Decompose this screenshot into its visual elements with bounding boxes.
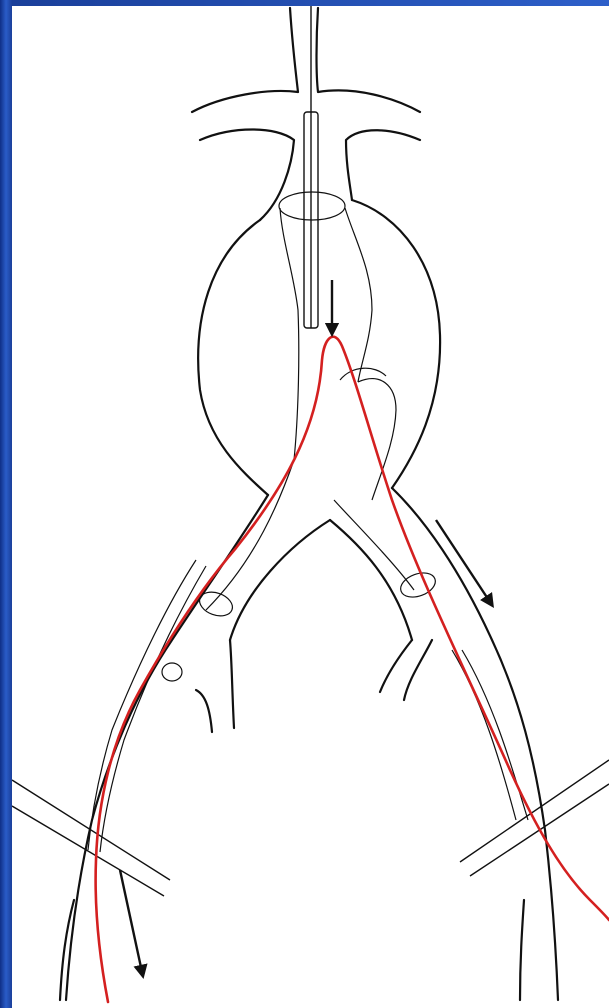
- sheath-ring-left: [162, 663, 182, 681]
- right-branch-lower: [346, 130, 420, 200]
- graft-right-ring: [397, 569, 438, 602]
- guidewire: [96, 337, 609, 1002]
- left-clamp: [12, 780, 170, 896]
- contralateral-ellipse: [340, 368, 386, 380]
- graft-contralateral: [358, 379, 396, 500]
- graft-body-left: [280, 208, 299, 460]
- aneurysm-sac-left: [198, 220, 268, 495]
- graft-right-limb: [334, 500, 414, 590]
- aneurysm-sac-right: [352, 200, 440, 488]
- graft-top-ring: [279, 192, 345, 220]
- right-internal-iliac: [380, 640, 432, 700]
- left-branch-lower: [200, 130, 294, 221]
- sheath-left-a: [88, 560, 196, 850]
- diagonal-arrow-icon: [436, 520, 490, 602]
- aorta-left-wall: [192, 8, 298, 112]
- diagonal-arrow-icon: [120, 870, 142, 972]
- graft-body-right: [345, 208, 372, 382]
- bifurcation-right: [330, 520, 412, 640]
- illustration-panel: [12, 6, 609, 1008]
- aorta-diagram: [12, 6, 609, 1008]
- aorta-right-wall: [317, 8, 421, 112]
- left-internal-iliac: [196, 640, 234, 732]
- right-lower-outer: [520, 900, 524, 1000]
